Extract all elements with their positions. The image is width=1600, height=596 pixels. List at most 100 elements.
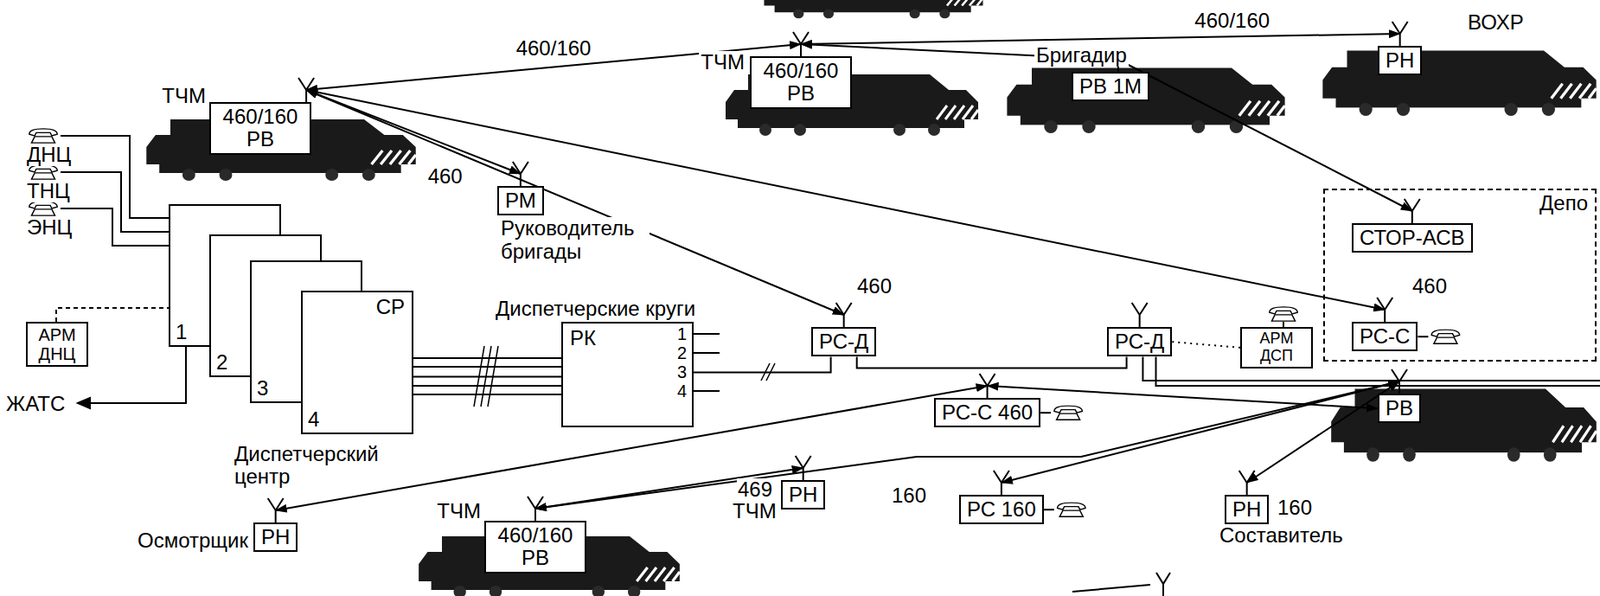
node-text: РС 160 <box>966 498 1037 521</box>
radio-link <box>800 33 1401 45</box>
arrow-head <box>77 397 90 409</box>
edge-label: 460 <box>425 165 466 188</box>
node-text: Депо <box>1539 192 1588 215</box>
node-text: СТОР-АСВ <box>1359 226 1466 250</box>
radio-box: БригадирРВ 1М <box>1071 71 1150 102</box>
radio-link <box>1072 584 1151 592</box>
radio-box: РВ <box>1377 393 1421 423</box>
node-text: РВ <box>1385 396 1414 420</box>
node-text: РН <box>1385 49 1415 72</box>
label: 2 <box>676 343 688 363</box>
wire <box>413 375 562 378</box>
node-heading: ТЧМ <box>160 84 208 108</box>
dispatch-box: СР4 <box>300 290 414 435</box>
station-box: РС-С <box>1351 321 1418 352</box>
node-text: РС-С <box>1359 325 1410 348</box>
wire <box>693 356 832 372</box>
antenna <box>268 498 284 523</box>
antenna <box>993 470 1010 495</box>
antenna <box>1132 302 1148 327</box>
radio-box: ТЧМ460/160 РВ <box>749 56 852 109</box>
phone-wire <box>60 135 169 218</box>
node-text: 3 <box>256 377 269 400</box>
node-text: РН <box>788 483 818 506</box>
node-text: 460/160 РВ <box>217 105 304 152</box>
node-text: РВ 1М <box>1079 75 1142 98</box>
radio-link <box>306 89 845 315</box>
antenna <box>1404 198 1421 224</box>
phone-wire <box>1043 508 1055 511</box>
label: 469 <box>736 478 774 501</box>
radio-link <box>306 89 1385 310</box>
wire-bundle <box>413 358 562 395</box>
station-box: РС 160 <box>959 494 1044 525</box>
node-heading: Руководитель бригады <box>499 217 650 263</box>
antenna <box>1239 470 1255 495</box>
label: ТЧМ <box>731 499 778 523</box>
locomotive <box>1322 51 1596 116</box>
node-heading: ТЧМ <box>435 499 483 523</box>
dashed-link <box>56 307 169 322</box>
radio-box: ТЧМ460/160 РВ <box>484 520 587 574</box>
phone-wire <box>1040 411 1051 414</box>
circuit-stub <box>693 333 720 391</box>
node-text: РН <box>261 525 290 549</box>
telephone <box>29 201 58 216</box>
label: 3 <box>676 362 688 382</box>
antenna <box>1376 297 1393 322</box>
node-text: 1 <box>175 320 187 344</box>
radio-link <box>1247 381 1400 483</box>
node-text: РС-С 460 <box>941 401 1033 424</box>
radio-link <box>987 385 1378 409</box>
radio-box: РНСоставитель <box>1224 494 1269 525</box>
locomotive <box>763 0 983 19</box>
radio-link <box>1001 381 1400 483</box>
wire <box>1171 341 1241 348</box>
label: Диспетчерские круги <box>494 297 697 320</box>
radio-box: ОсмотрщикРН <box>253 522 298 552</box>
node-text: РС-Д <box>1114 330 1165 353</box>
node-text: РС-Д <box>819 330 869 353</box>
telephone <box>1269 307 1298 321</box>
station-box: СТОР-АСВ <box>1351 223 1473 253</box>
node-text: 4 <box>307 408 320 431</box>
node-text: РМ <box>505 189 537 212</box>
label: ДНЦ <box>25 143 72 167</box>
edge-label: 460/160 <box>1191 9 1273 32</box>
workstation-box: АРМ ДСП <box>1240 326 1313 369</box>
label: 460 <box>856 275 893 298</box>
label: 160 <box>890 484 928 507</box>
node-heading: Составитель <box>1217 524 1345 547</box>
station-box: РС-С 460 <box>934 397 1041 428</box>
node-text: АРМ ДНЦ <box>33 325 81 364</box>
phone-wire <box>60 208 169 246</box>
node-text: АРМ ДСП <box>1248 330 1306 365</box>
node-text: 2 <box>216 351 228 374</box>
node-text: РН <box>1232 498 1261 521</box>
telephone <box>1057 502 1086 517</box>
telephone <box>1054 405 1082 420</box>
phone-wire <box>60 172 169 232</box>
antenna <box>1156 572 1171 596</box>
node-text: РК <box>569 326 596 350</box>
phone-wire <box>1417 335 1428 338</box>
node-heading: ТЧМ <box>698 51 747 74</box>
telephone <box>29 165 58 180</box>
node-heading: Бригадир <box>1034 44 1129 67</box>
label: 1 <box>676 324 688 344</box>
station-box: РС-Д <box>811 326 877 357</box>
wire <box>857 356 1127 368</box>
workstation-box: АРМ ДНЦ <box>25 321 89 367</box>
radio-box: РМРуководитель бригады <box>497 185 544 216</box>
label: 460 <box>1411 275 1448 298</box>
label: ЭНЦ <box>25 216 73 239</box>
node-text: 460/160 РВ <box>492 524 579 570</box>
telephone <box>1431 329 1460 344</box>
telephone <box>29 128 58 143</box>
switch-box: РК <box>561 321 694 428</box>
label: ЖАТС <box>5 392 66 416</box>
radio-box: ВОХРРН <box>1377 45 1422 76</box>
label: Диспетчерский центр <box>233 442 417 489</box>
wires <box>56 135 1171 596</box>
label: 4 <box>676 381 688 401</box>
